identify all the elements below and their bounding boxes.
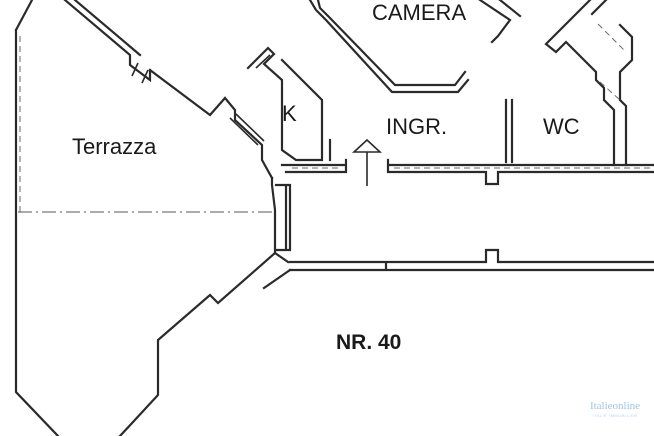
camera-right-wall bbox=[478, 0, 522, 44]
kitchen-walls bbox=[246, 46, 324, 162]
entrance-arrow bbox=[351, 138, 383, 186]
corridor-lower-corner bbox=[262, 251, 292, 290]
terrace-parapet bbox=[63, 0, 274, 180]
kitchen-wall-inner bbox=[255, 54, 271, 69]
room-label-kitchen: K bbox=[282, 101, 297, 126]
unit-number-label: NR. 40 bbox=[336, 331, 402, 354]
corridor-bottom-wall bbox=[288, 248, 654, 272]
room-label-camera: CAMERA bbox=[372, 0, 467, 25]
watermark-brand: Italieonline bbox=[589, 400, 641, 412]
camera-walls bbox=[308, 0, 470, 94]
room-label-bathroom: WC bbox=[543, 114, 580, 139]
corridor-top-wall bbox=[280, 158, 654, 186]
watermark-tagline: ITALIE IMMOBILIER bbox=[592, 413, 638, 418]
terrace-outline bbox=[14, 0, 277, 436]
wc-inner-dash bbox=[597, 23, 625, 101]
corridor-left-jamb bbox=[274, 183, 292, 252]
wc-partition bbox=[504, 98, 514, 164]
room-label-terrace: Terrazza bbox=[72, 134, 157, 159]
terrace-parapet-tick-1 bbox=[131, 62, 149, 84]
wc-walls bbox=[544, 0, 634, 167]
watermark-logo: Italieonline ITALIE IMMOBILIER bbox=[580, 398, 650, 430]
terrace-window bbox=[229, 113, 265, 146]
room-label-entrance: INGR. bbox=[386, 114, 448, 139]
